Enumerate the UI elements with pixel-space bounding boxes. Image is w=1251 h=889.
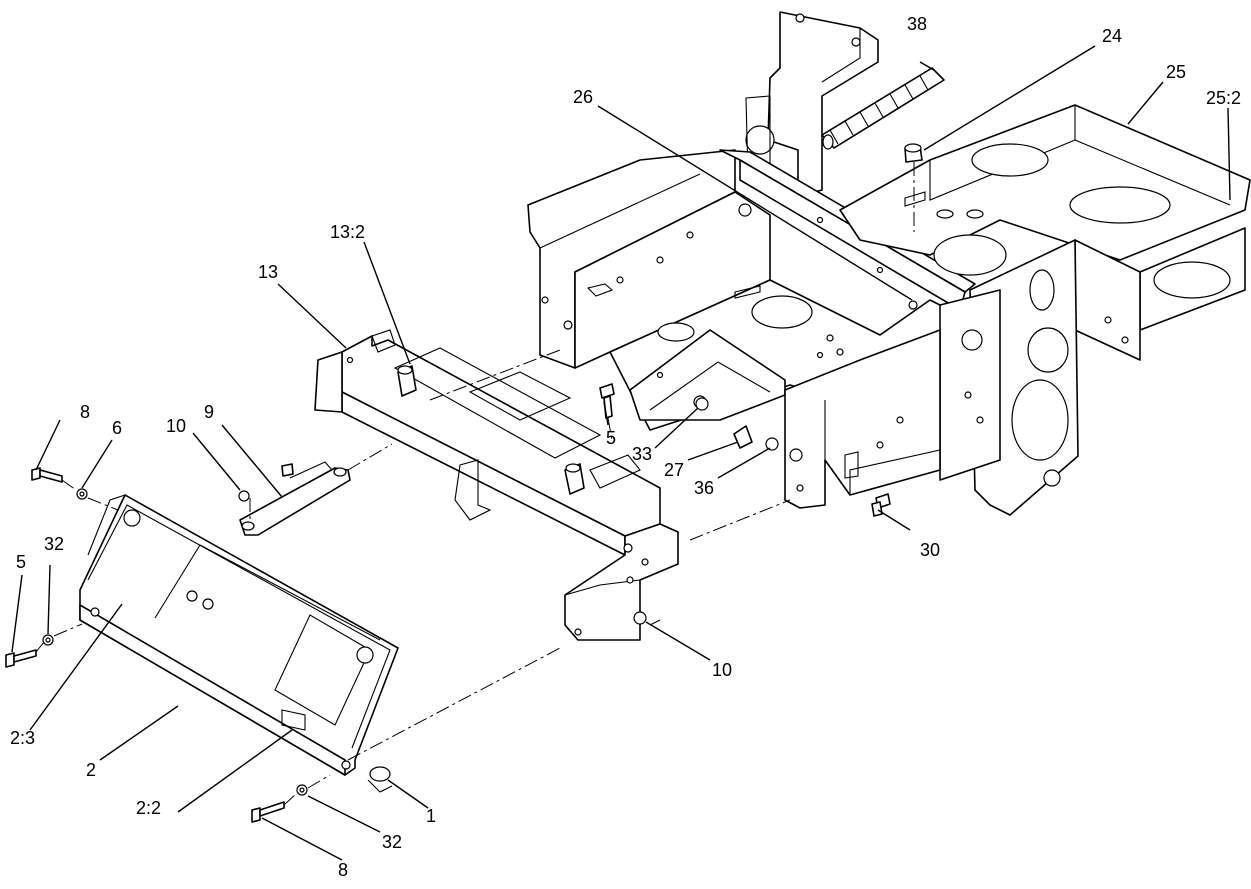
callout-26: 26 — [573, 87, 593, 107]
fasteners — [5, 383, 891, 823]
leader-lines — [11, 45, 1231, 861]
callout-30: 30 — [920, 540, 940, 560]
stud-bolt — [904, 143, 923, 232]
callout-2-3: 2:3 — [10, 728, 35, 748]
callout-2: 2 — [86, 760, 96, 780]
callout-2-2: 2:2 — [136, 798, 161, 818]
assembly-lines — [35, 349, 791, 806]
callout-10-upper: 10 — [166, 416, 186, 436]
callouts: 38 24 25 25:2 26 13:2 13 8 6 10 9 5 33 2… — [10, 14, 1241, 880]
spring — [821, 67, 945, 150]
callout-1: 1 — [426, 806, 436, 826]
callout-33: 33 — [632, 444, 652, 464]
callout-25-2: 25:2 — [1206, 88, 1241, 108]
bracket-bar — [239, 461, 351, 536]
callout-13-2: 13:2 — [330, 222, 365, 242]
callout-32-lower: 32 — [382, 832, 402, 852]
callout-32-left: 32 — [44, 534, 64, 554]
callout-25: 25 — [1166, 62, 1186, 82]
front-cross-member — [314, 329, 679, 641]
main-frame — [527, 11, 1251, 516]
callout-38: 38 — [907, 14, 927, 34]
front-panel — [79, 494, 399, 776]
callout-10-lower: 10 — [712, 660, 732, 680]
callout-5-left: 5 — [16, 552, 26, 572]
callout-8-upper: 8 — [80, 402, 90, 422]
callout-36: 36 — [694, 478, 714, 498]
callout-5-center: 5 — [606, 428, 616, 448]
callout-6: 6 — [112, 418, 122, 438]
callout-27: 27 — [664, 460, 684, 480]
callout-24: 24 — [1102, 26, 1122, 46]
callout-8-lower: 8 — [338, 860, 348, 880]
callout-13: 13 — [258, 262, 278, 282]
callout-9: 9 — [204, 402, 214, 422]
